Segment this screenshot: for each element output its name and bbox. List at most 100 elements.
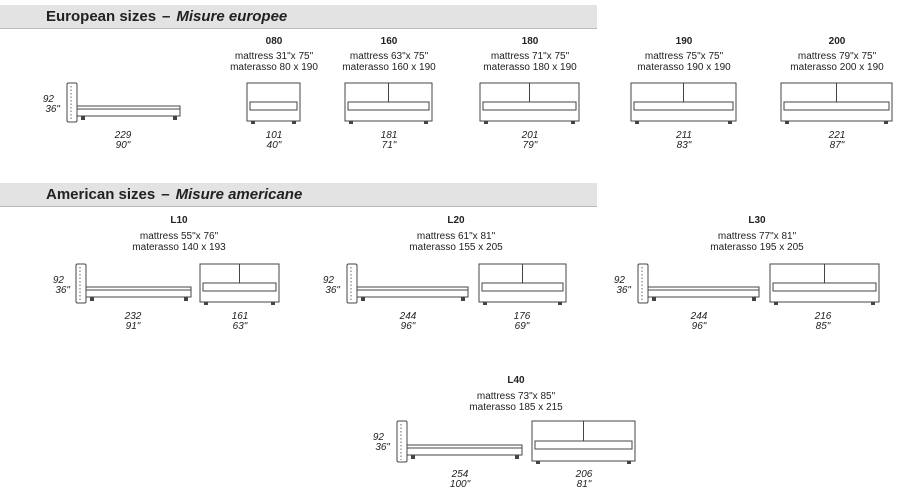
am-l10-side-view bbox=[75, 263, 192, 304]
am-l20-front-view bbox=[478, 263, 567, 305]
am-l40-side-view bbox=[396, 420, 523, 463]
bed-base bbox=[85, 286, 192, 298]
am-l20-length-in: 96" bbox=[400, 321, 416, 332]
leg-left bbox=[81, 116, 85, 120]
am-l30-side-view bbox=[637, 263, 760, 304]
am-l30-length-in: 96" bbox=[691, 321, 707, 332]
am-l30-materasso: materasso 195 x 205 bbox=[710, 242, 804, 253]
am-l20-length-cm: 244 bbox=[399, 311, 417, 322]
headboard bbox=[346, 263, 358, 304]
am-l30-mattress: mattress 77"x 81" bbox=[717, 231, 797, 242]
am-l40-materasso: materasso 185 x 215 bbox=[469, 402, 563, 413]
eu-side-height-in: 36" bbox=[45, 104, 60, 115]
eu-160-materasso: materasso 160 x 190 bbox=[342, 62, 436, 73]
eu-160-width-cm: 181 bbox=[380, 130, 398, 141]
am-l10-height-cm: 92 bbox=[52, 275, 64, 286]
mattress bbox=[534, 440, 633, 450]
eu-080-front-view bbox=[246, 82, 301, 124]
am-l10-width-cm: 161 bbox=[231, 311, 249, 322]
eu-190-front-view bbox=[630, 82, 737, 124]
am-l20-side-view bbox=[346, 263, 469, 304]
headboard bbox=[637, 263, 649, 304]
headboard bbox=[66, 82, 78, 123]
european-sizes-header: European sizes–Misure europee bbox=[0, 5, 597, 29]
bed-base bbox=[647, 286, 760, 298]
am-l20-width-cm: 176 bbox=[513, 311, 531, 322]
eu-side-length-in: 90" bbox=[115, 140, 131, 151]
am-l10-code: L10 bbox=[170, 215, 188, 226]
eu-180-mattress: mattress 71"x 75" bbox=[490, 51, 570, 62]
mattress bbox=[202, 282, 277, 292]
am-l10-length-in: 91" bbox=[125, 321, 141, 332]
eu-160-code: 160 bbox=[380, 36, 398, 47]
eu-200-mattress: mattress 79"x 75" bbox=[797, 51, 877, 62]
am-l10-mattress: mattress 55"x 76" bbox=[139, 231, 219, 242]
am-l10-front-view bbox=[199, 263, 280, 305]
mattress bbox=[633, 101, 734, 111]
am-l10-length-cm: 232 bbox=[124, 311, 142, 322]
am-l20-width-in: 69" bbox=[514, 321, 530, 332]
am-l40-length-cm: 254 bbox=[451, 469, 469, 480]
mattress bbox=[772, 282, 877, 292]
mattress bbox=[482, 101, 577, 111]
mattress bbox=[249, 101, 298, 111]
am-l30-height-in: 36" bbox=[616, 285, 631, 296]
am-l30-width-cm: 216 bbox=[814, 311, 832, 322]
headboard bbox=[396, 420, 408, 463]
bed-base bbox=[76, 105, 181, 117]
am-l40-length-in: 100" bbox=[449, 479, 471, 490]
eu-080-code: 080 bbox=[265, 36, 283, 47]
leg-right bbox=[173, 116, 177, 120]
eu-080-materasso: materasso 80 x 190 bbox=[230, 62, 318, 73]
eu-side-length-cm: 229 bbox=[114, 130, 132, 141]
headboard bbox=[75, 263, 87, 304]
mattress bbox=[783, 101, 890, 111]
eu-side-height-cm: 92 bbox=[42, 94, 54, 105]
am-l40-code: L40 bbox=[507, 375, 525, 386]
eu-190-width-in: 83" bbox=[676, 140, 692, 151]
am-l40-front-view bbox=[531, 420, 636, 464]
am-l30-front-view bbox=[769, 263, 880, 305]
eu-200-materasso: materasso 200 x 190 bbox=[790, 62, 884, 73]
bed-base bbox=[356, 286, 469, 298]
eu-190-width-cm: 211 bbox=[676, 130, 692, 141]
european-title-sep: – bbox=[162, 8, 171, 25]
eu-200-width-in: 87" bbox=[829, 140, 845, 151]
eu-190-mattress: mattress 75"x 75" bbox=[644, 51, 724, 62]
am-l30-width-in: 85" bbox=[815, 321, 831, 332]
am-l10-width-in: 63" bbox=[232, 321, 248, 332]
american-title-it: Misure americane bbox=[175, 186, 303, 203]
eu-side-view-drawing bbox=[66, 82, 181, 123]
eu-180-width-in: 79" bbox=[522, 140, 538, 151]
eu-160-mattress: mattress 63"x 75" bbox=[349, 51, 429, 62]
eu-200-width-cm: 221 bbox=[828, 130, 846, 141]
eu-180-materasso: materasso 180 x 190 bbox=[483, 62, 577, 73]
eu-080-width-cm: 101 bbox=[265, 130, 283, 141]
am-l20-mattress: mattress 61"x 81" bbox=[416, 231, 496, 242]
am-l20-height-cm: 92 bbox=[322, 275, 334, 286]
am-l40-mattress: mattress 73"x 85" bbox=[476, 391, 556, 402]
eu-180-front-view bbox=[479, 82, 580, 124]
eu-180-code: 180 bbox=[521, 36, 539, 47]
american-title-sep: – bbox=[161, 186, 170, 203]
am-l30-length-cm: 244 bbox=[690, 311, 708, 322]
am-l20-code: L20 bbox=[447, 215, 465, 226]
european-title-en: European sizes bbox=[46, 8, 157, 25]
eu-160-width-in: 71" bbox=[381, 140, 397, 151]
eu-180-width-cm: 201 bbox=[521, 130, 539, 141]
am-l10-materasso: materasso 140 x 193 bbox=[132, 242, 226, 253]
am-l20-materasso: materasso 155 x 205 bbox=[409, 242, 503, 253]
eu-160-front-view bbox=[344, 82, 433, 124]
american-title-en: American sizes bbox=[46, 186, 156, 203]
eu-190-code: 190 bbox=[675, 36, 693, 47]
american-sizes-header: American sizes–Misure americane bbox=[0, 183, 597, 207]
eu-200-code: 200 bbox=[828, 36, 846, 47]
headboard bbox=[246, 82, 301, 122]
eu-080-width-in: 40" bbox=[266, 140, 282, 151]
am-l40-width-cm: 206 bbox=[575, 469, 593, 480]
mattress bbox=[481, 282, 564, 292]
eu-080-mattress: mattress 31"x 75" bbox=[234, 51, 314, 62]
am-l30-code: L30 bbox=[748, 215, 766, 226]
mattress bbox=[347, 101, 430, 111]
am-l40-height-cm: 92 bbox=[372, 432, 384, 443]
